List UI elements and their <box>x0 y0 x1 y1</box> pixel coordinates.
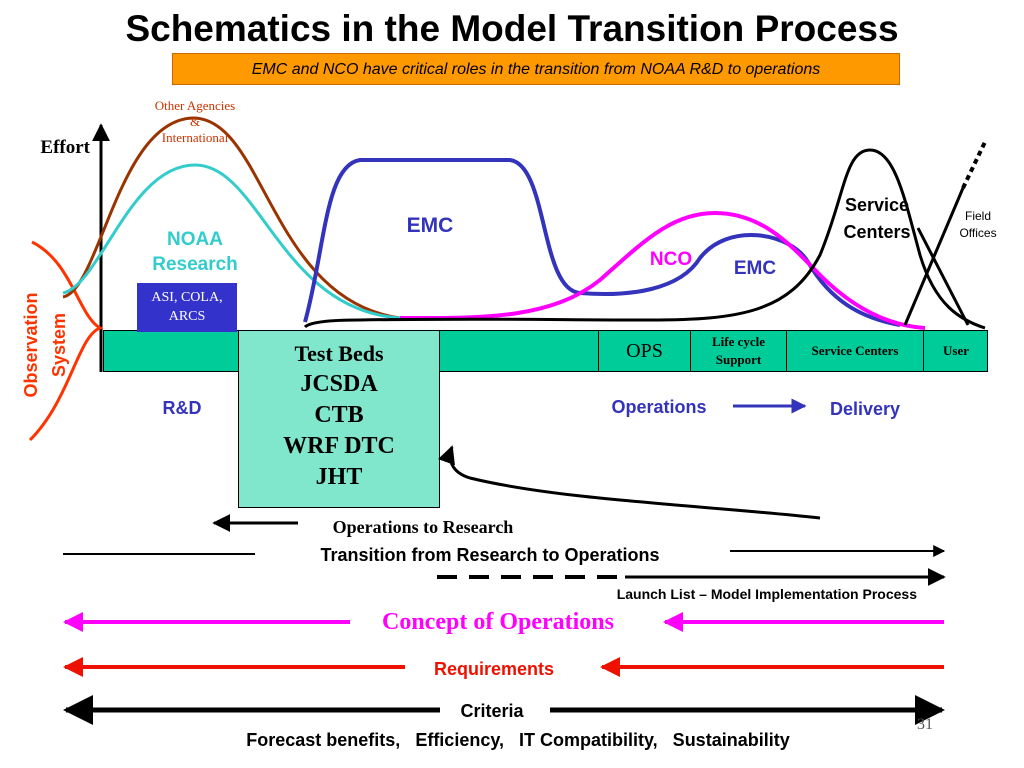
emc-curve <box>303 158 901 327</box>
test-bed-wrf-dtc: WRF DTC <box>283 433 395 459</box>
effort-axis-label: Effort <box>40 137 90 158</box>
rd-label: R&D <box>163 398 202 418</box>
operations-label: Operations <box>611 397 706 417</box>
criteria-label: Criteria <box>460 701 524 721</box>
other-agencies-label-3: International <box>162 130 229 145</box>
emc-label-main: EMC <box>407 214 454 237</box>
test-bed-ctb: CTB <box>314 402 364 428</box>
subtitle-banner: EMC and NCO have critical roles in the t… <box>172 53 900 85</box>
observation-system-label: Observation System <box>21 292 69 397</box>
service-centers-curve <box>303 148 986 330</box>
test-beds-box: Test Beds JCSDA CTB WRF DTC JHT <box>238 330 440 508</box>
noaa-research-curve <box>62 163 401 320</box>
noaa-label-2: Research <box>152 254 238 275</box>
bar-cell-life-cycle: Life cycle Support <box>690 330 786 372</box>
bar-cell-user: User <box>923 330 988 372</box>
observation-label-1: Observation <box>21 292 41 397</box>
bar-cell-service-centers: Service Centers <box>786 330 923 372</box>
test-beds-heading: Test Beds <box>294 341 384 366</box>
asi-line-2: ARCS <box>168 309 206 324</box>
service-centers-label-1: Service <box>845 195 909 215</box>
conops-label: Concept of Operations <box>382 609 614 635</box>
nco-curve <box>399 210 926 330</box>
slide-number: 31 <box>917 716 933 733</box>
feedback-arrow <box>438 445 821 520</box>
ops-label: OPS <box>626 340 663 362</box>
test-bed-jcsda: JCSDA <box>300 371 378 397</box>
criteria-items-label: Forecast benefits, Efficiency, IT Compat… <box>246 730 789 750</box>
delivery-label: Delivery <box>830 399 900 419</box>
requirements-label: Requirements <box>434 659 554 679</box>
life-cycle-line-2: Support <box>715 352 762 367</box>
test-bed-jht: JHT <box>315 464 363 490</box>
ops-to-research-label: Operations to Research <box>333 517 514 537</box>
bar-cell-ops: OPS <box>598 330 690 372</box>
life-cycle-line-1: Life cycle <box>711 334 766 349</box>
launch-list-label: Launch List – Model Implementation Proce… <box>617 586 917 602</box>
field-offices-label-2: Offices <box>959 226 996 240</box>
other-agencies-label-1: Other Agencies <box>155 98 236 113</box>
field-offices-label-1: Field <box>965 209 991 223</box>
other-agencies-curve <box>62 116 401 320</box>
asi-line-1: ASI, COLA, <box>151 290 223 305</box>
field-offices-line-dashed <box>961 141 987 189</box>
nco-label: NCO <box>650 249 692 270</box>
page-title: Schematics in the Model Transition Proce… <box>125 8 899 49</box>
observation-label-2: System <box>49 313 69 377</box>
emc-label-second: EMC <box>734 258 777 279</box>
observation-system-curve <box>28 240 104 442</box>
user-label: User <box>943 343 969 358</box>
r2o-label: Transition from Research to Operations <box>320 545 659 565</box>
service-centers-label-2: Centers <box>843 222 910 242</box>
service-centers-cell-label: Service Centers <box>811 343 899 358</box>
other-agencies-label-2: & <box>190 114 200 129</box>
noaa-label-1: NOAA <box>167 229 223 250</box>
field-offices-line-fall <box>916 227 970 326</box>
asi-cola-arcs-box: ASI, COLA, ARCS <box>137 283 237 332</box>
